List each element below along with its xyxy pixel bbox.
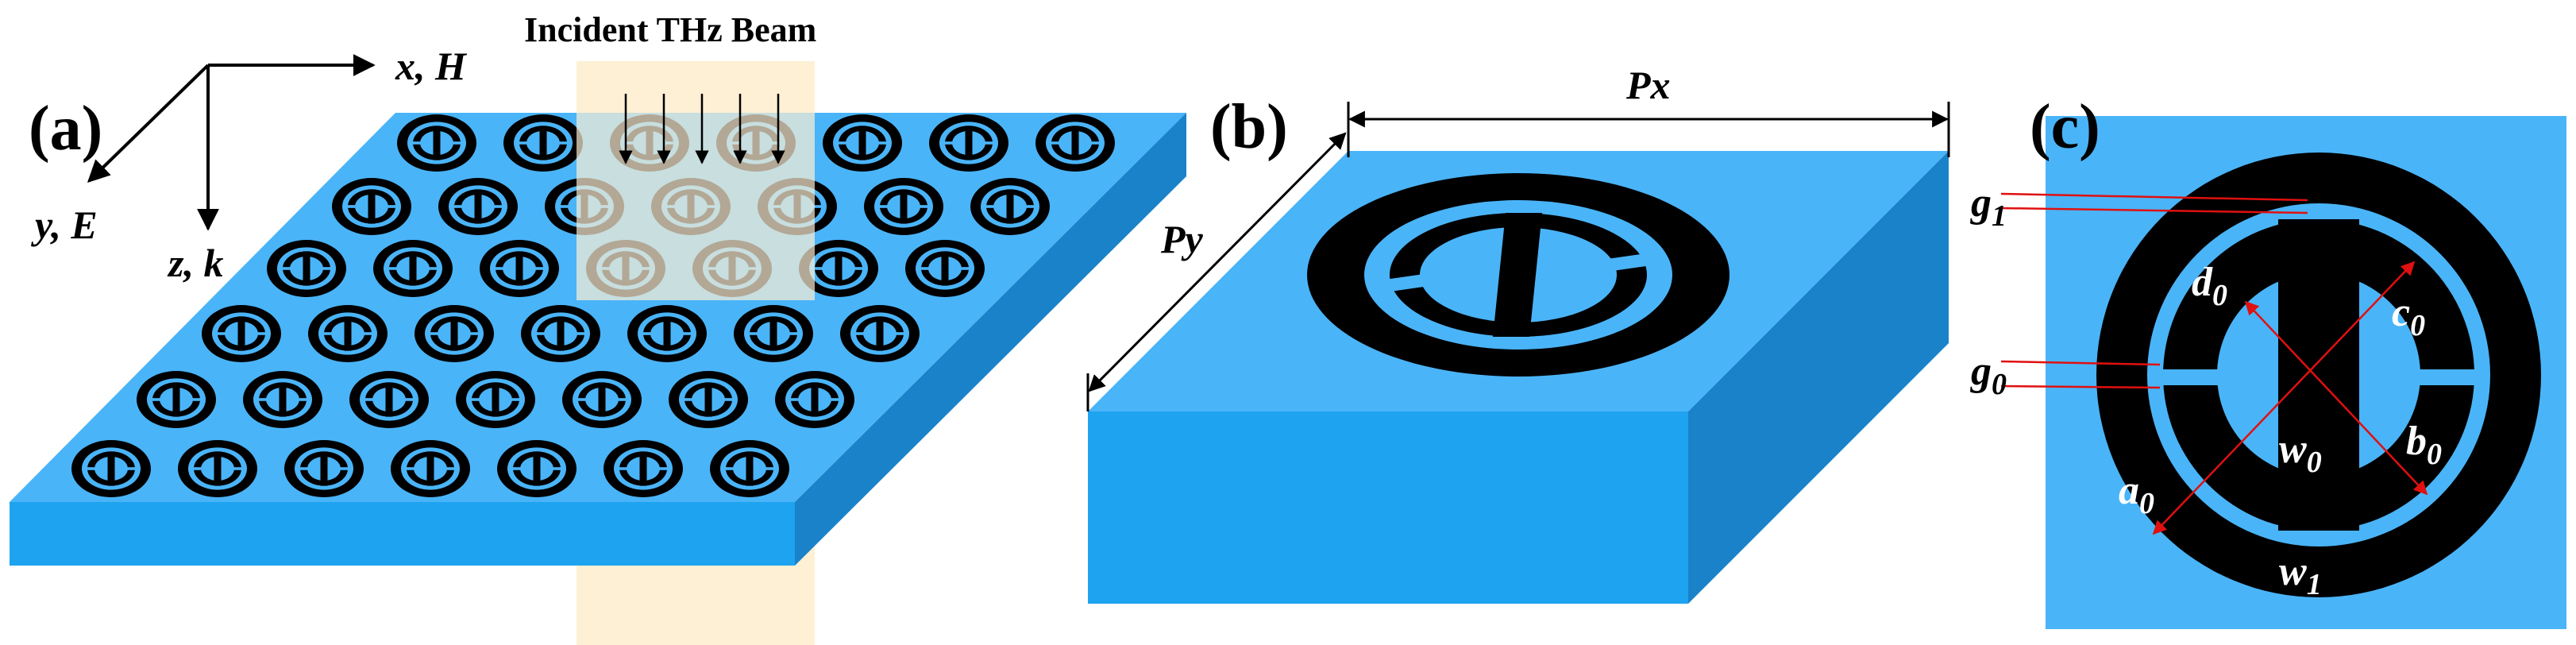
coordinate-axes xyxy=(87,54,376,231)
resonator-unit xyxy=(480,240,559,297)
dimension-px-label: Px xyxy=(1625,63,1671,107)
incident-beam-overlay xyxy=(577,111,815,300)
param-a0-label: a0 xyxy=(2119,468,2154,520)
resonator-unit xyxy=(497,440,577,497)
substrate-a-front xyxy=(10,502,795,566)
resonator-unit xyxy=(137,371,216,428)
panel-a: Incident THz Beam x, H y, E z, k (a) xyxy=(10,10,1186,645)
resonator-unit xyxy=(332,178,411,235)
incident-beam-arrows xyxy=(619,94,785,164)
resonator-unit xyxy=(178,440,257,497)
diameter-arrows xyxy=(2152,261,2428,535)
panel-c: g1 g0 d0 c0 w0 b0 a0 w1 (c) xyxy=(1970,92,2566,629)
panel-a-label: (a) xyxy=(29,94,102,164)
resonator-unit xyxy=(308,305,388,362)
incident-beam-label: Incident THz Beam xyxy=(524,10,816,49)
substrate-b-side xyxy=(1688,151,1949,604)
param-c0-label: c0 xyxy=(2392,290,2425,342)
resonator-unit xyxy=(415,305,494,362)
param-g1-label: g1 xyxy=(1970,180,2007,233)
resonator-unit xyxy=(929,114,1008,172)
param-w1-label: w1 xyxy=(2279,549,2322,601)
resonator-unit xyxy=(202,305,281,362)
resonator-unit xyxy=(284,440,364,497)
resonator-unit xyxy=(373,240,453,297)
axis-y-label: y, E xyxy=(31,203,98,247)
dimension-py xyxy=(1086,113,1350,411)
panel-b-label: (b) xyxy=(1210,92,1288,162)
axis-z-label: z, k xyxy=(167,241,223,285)
resonator-unit xyxy=(864,178,943,235)
unit-resonator-top-view xyxy=(2096,153,2541,597)
resonator-unit xyxy=(970,178,1050,235)
param-g0-label: g0 xyxy=(1970,349,2007,401)
resonator-unit xyxy=(710,440,789,497)
resonator-unit xyxy=(823,114,902,172)
resonator-unit xyxy=(243,371,322,428)
resonator-unit xyxy=(391,440,470,497)
resonator-unit xyxy=(604,440,683,497)
panel-c-label: (c) xyxy=(2030,92,2100,162)
resonator-unit xyxy=(1035,114,1115,172)
resonator-unit xyxy=(397,114,476,172)
resonator-unit xyxy=(456,371,535,428)
resonator-unit xyxy=(734,305,813,362)
param-d0-label: d0 xyxy=(2192,260,2227,312)
resonator-unit xyxy=(669,371,748,428)
axis-x-label: x, H xyxy=(395,44,468,88)
dimension-py-label: Py xyxy=(1160,217,1204,261)
resonator-unit xyxy=(71,440,151,497)
param-w0-label: w0 xyxy=(2279,427,2322,479)
resonator-unit xyxy=(905,240,985,297)
dimension-px xyxy=(1347,102,1950,157)
unit-resonator xyxy=(1307,173,1730,377)
resonator-unit xyxy=(438,178,518,235)
panel-b: Px Py (b) xyxy=(1086,63,1950,604)
resonator-unit xyxy=(775,371,854,428)
resonator-unit xyxy=(627,305,707,362)
resonator-unit xyxy=(840,305,920,362)
resonator-unit xyxy=(562,371,642,428)
resonator-unit xyxy=(267,240,346,297)
resonator-unit xyxy=(349,371,429,428)
substrate-b-front xyxy=(1088,411,1688,604)
gap-leaders xyxy=(2000,192,2308,389)
resonator-unit xyxy=(503,114,583,172)
param-b0-label: b0 xyxy=(2406,419,2442,471)
resonator-unit xyxy=(521,305,600,362)
